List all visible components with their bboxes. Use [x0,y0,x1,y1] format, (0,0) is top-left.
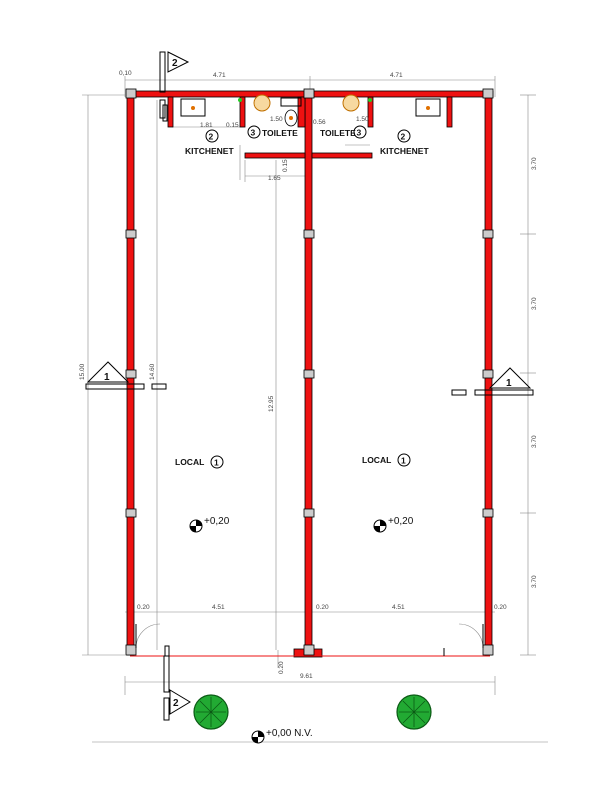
toilet-tank-icon [280,97,302,107]
dimension-texts: 0,10 4.71 4.71 1.81 0.15 1.50 1.50 0.56 … [79,70,538,680]
tree-right-icon [396,694,432,730]
section-mark-right-label: 1 [506,378,512,389]
dim-corridor-wall: 0.15 [282,159,289,172]
dim-top-offset: 0,10 [119,70,132,77]
dim-right-seg-4: 3.70 [531,575,538,588]
dim-total-height: 15.00 [79,363,86,380]
level-floor-right: +0,20 [388,516,414,527]
level-marker-right-icon [373,519,387,533]
dim-kit-wall: 0.15 [226,122,239,129]
columns [125,88,494,656]
room-kitchen-left-num: 2 [209,132,214,142]
dim-mid-height: 12.95 [268,395,275,412]
room-local-right-num: 1 [401,456,406,466]
door-left-swing [135,623,161,649]
room-toilet-right-num: 3 [357,128,362,138]
dim-right-seg-1: 3.70 [531,157,538,170]
room-local-left: LOCAL [175,457,204,467]
dim-toilet-width-left: 1.50 [270,116,283,123]
dim-toilet-width-right: 1.50 [356,116,369,123]
corridor-wall-left [244,152,306,159]
dim-bottom-wall-mid: 0.20 [316,604,329,611]
level-street: +0,00 N.V. [266,728,313,739]
section-mark-bottom-label: 2 [173,698,179,709]
washbasin-left-icon [253,94,271,112]
kitchen-wall-right [446,96,453,128]
dim-toilet-wall: 0.56 [313,119,326,126]
doors [135,144,484,657]
section-marker-bottom: 2 [163,655,191,721]
dim-top-left: 4.71 [213,72,226,79]
dim-kit-width: 1.81 [200,122,213,129]
level-marker-left-icon [189,519,203,533]
dim-total-width: 9.61 [300,673,313,680]
section-mark-top-label: 2 [172,58,178,69]
fixtures [162,94,441,127]
level-marker-street-icon [251,730,265,744]
level-labels: +0,20 +0,20 +0,00 N.V. [204,516,414,739]
door-right-swing [458,623,484,649]
room-kitchen-right: KITCHENET [380,146,429,156]
sink-left-icon [180,98,206,117]
room-local-left-num: 1 [214,458,219,468]
washbasin-right-icon [342,94,360,112]
dim-front-wall: 0.20 [278,661,285,674]
section-marker-right: 1 [451,367,534,396]
dim-top-right: 4.71 [390,72,403,79]
room-kitchen-right-num: 2 [401,132,406,142]
room-toilet-left-num: 3 [251,128,256,138]
dim-inner-right: 4.51 [392,604,405,611]
kitchen-wall-left [167,96,174,128]
section-mark-left-label: 1 [104,372,110,383]
level-floor-left: +0,20 [204,516,230,527]
toilet-partition-left [297,96,306,128]
room-labels: LOCAL 1 LOCAL 1 2 KITCHENET 2 KITCHENET … [175,125,429,469]
room-local-right: LOCAL [362,455,391,465]
section-marker-top: 2 [159,51,190,119]
section-marker-left: 1 [85,361,167,390]
toilet-wall-left [239,96,246,128]
dim-right-seg-2: 3.70 [531,297,538,310]
dim-right-seg-3: 3.70 [531,435,538,448]
room-kitchen-left: KITCHENET [185,146,234,156]
dimension-lines [82,76,548,743]
room-toilet-right: TOILETE [320,128,356,138]
sink-right-icon [415,98,441,117]
dim-inner-left: 4.51 [212,604,225,611]
corridor-wall-right [311,152,373,159]
tree-left-icon [193,694,229,730]
room-toilet-left: TOILETE [262,128,298,138]
dim-bottom-wall-left: 0.20 [137,604,150,611]
dim-corridor-width: 1.65 [268,175,281,182]
dim-bottom-wall-right: 0.20 [494,604,507,611]
dim-inner-height: 14.60 [149,363,156,380]
toilet-wall-right [367,96,374,128]
